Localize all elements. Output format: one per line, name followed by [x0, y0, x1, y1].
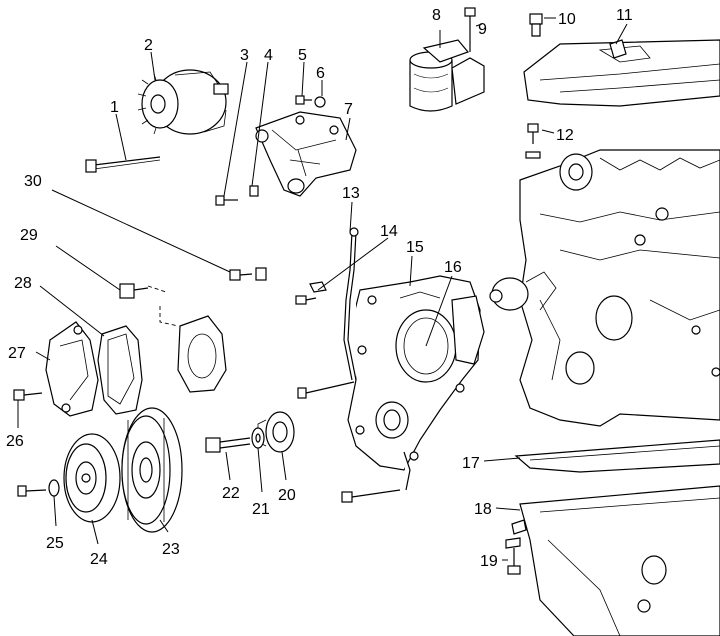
oil-pan-gasket: [514, 439, 720, 473]
engine-block: [519, 149, 720, 427]
cover-long-bolt: [297, 381, 411, 503]
belt-pulley: [63, 433, 121, 523]
pulley-small-bolt: [17, 479, 60, 497]
callout-29: 29: [20, 227, 38, 244]
callout-6: 6: [316, 65, 325, 82]
callout-4: 4: [264, 47, 273, 64]
callout-27: 27: [8, 345, 26, 362]
bracket-bolts: [215, 95, 326, 206]
callout-labels: 1 2 3 4 5 6 7 8 9 10 11 12 13 14 15 16 1…: [6, 7, 633, 570]
callout-2: 2: [144, 37, 153, 54]
callout-21: 21: [252, 501, 270, 518]
callout-17: 17: [462, 455, 480, 472]
oil-pan: [511, 485, 720, 636]
timing-case-cover: [347, 275, 485, 471]
cover-front-bolt: [13, 389, 43, 401]
callout-12: 12: [556, 127, 574, 144]
callout-19: 19: [480, 553, 498, 570]
callout-15: 15: [406, 239, 424, 256]
leader-lines: [17, 17, 628, 561]
callout-8: 8: [432, 7, 441, 24]
alternator: [137, 69, 229, 135]
callout-30: 30: [24, 173, 42, 190]
callout-3: 3: [240, 47, 249, 64]
timing-cover-front: [45, 321, 99, 417]
callout-11: 11: [616, 7, 633, 24]
callout-25: 25: [46, 535, 64, 552]
callout-26: 26: [6, 433, 24, 450]
head-bolt: [525, 123, 541, 159]
oil-filter: [409, 7, 485, 112]
washer: [251, 427, 265, 449]
callout-1: 1: [110, 99, 119, 116]
crankshaft-hub: [257, 411, 295, 453]
callout-13: 13: [342, 185, 360, 202]
alternator-bracket: [255, 111, 357, 197]
bracket-nut: [229, 267, 267, 281]
alternator-bolt: [85, 156, 161, 173]
cover-bolt: [295, 295, 317, 305]
callout-28: 28: [14, 275, 32, 292]
pulley-bolt: [205, 437, 251, 453]
callout-18: 18: [474, 501, 492, 518]
housing-bolt: [119, 283, 149, 299]
callout-14: 14: [380, 223, 398, 240]
callout-9: 9: [478, 21, 487, 38]
callout-10: 10: [558, 11, 576, 28]
crankshaft-pulley: [121, 407, 183, 533]
timing-cover-gasket: [97, 325, 143, 415]
callout-5: 5: [298, 47, 307, 64]
cylinder-head-cover: [523, 13, 720, 107]
dipstick-tube: [309, 227, 359, 381]
oil-drain-plug: [505, 537, 521, 575]
water-pump: [489, 271, 557, 311]
callout-23: 23: [162, 541, 180, 558]
callout-20: 20: [278, 487, 296, 504]
seal-housing: [147, 285, 227, 393]
callout-22: 22: [222, 485, 240, 502]
callout-7: 7: [344, 101, 353, 118]
callout-24: 24: [90, 551, 108, 568]
callout-16: 16: [444, 259, 462, 276]
